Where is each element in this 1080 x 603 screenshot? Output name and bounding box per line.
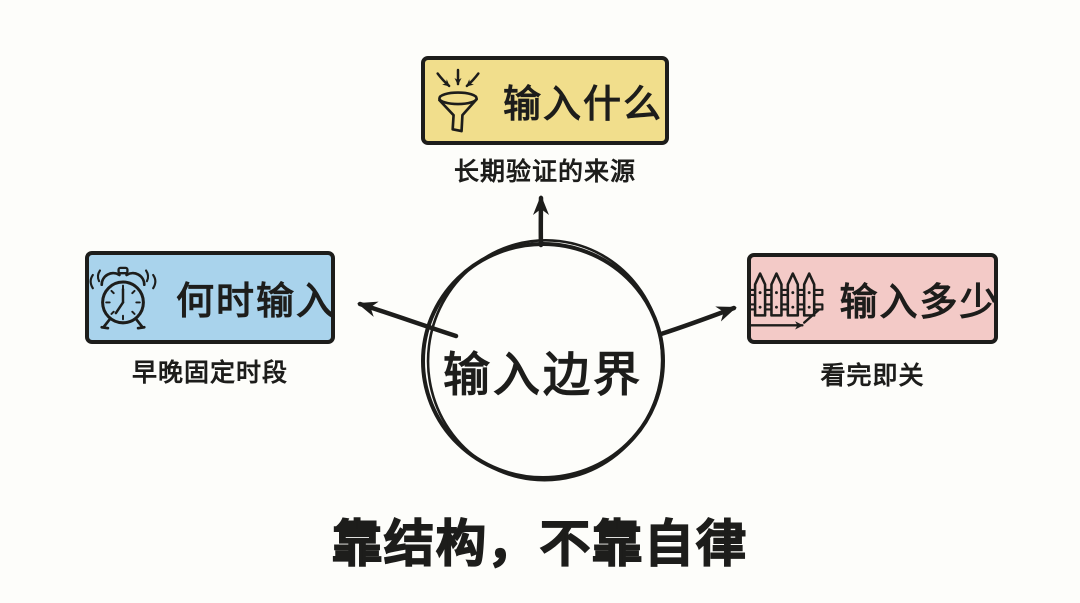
fence-icon [746,266,826,332]
center-topic-label: 输入边界 [443,348,643,401]
arrow-to-left [357,301,459,339]
node-caption: 长期验证的来源 [453,158,636,186]
node-label: 输入多少 [839,282,1000,324]
footer-slogan: 靠结构，不靠自律 [331,515,748,573]
funnel-icon [427,64,489,138]
node-how-much-input: 输入多少 [747,253,998,344]
node-when-to-input: 何时输入 [85,251,335,344]
node-caption: 早晚固定时段 [131,359,288,387]
node-caption: 看完即关 [820,362,925,390]
node-label: 何时输入 [176,281,337,323]
node-label: 输入什么 [502,84,663,126]
node-what-to-input: 输入什么 [421,56,669,145]
arrow-to-right [658,305,737,337]
alarm-clock-icon [84,263,162,333]
